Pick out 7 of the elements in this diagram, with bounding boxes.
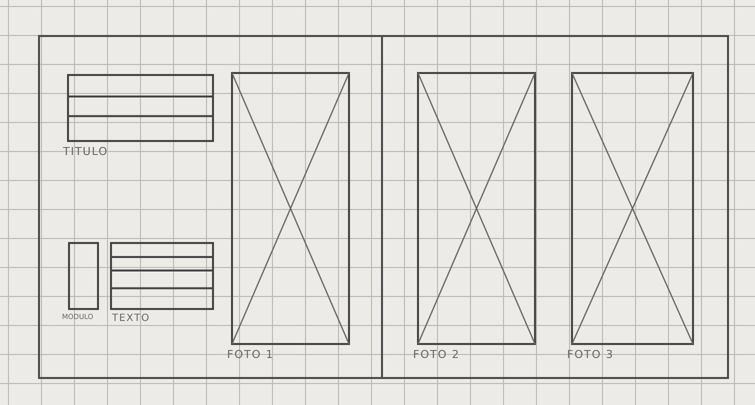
placeholder-caption: TEXTO: [112, 313, 150, 324]
page-frame: [381, 35, 729, 379]
page-frame: [38, 35, 383, 379]
placeholder-caption: FOTO 3: [567, 348, 614, 361]
placeholder-caption: FOTO 2: [413, 348, 460, 361]
placeholder-caption: FOTO 1: [227, 348, 274, 361]
placeholder-caption: TITULO: [63, 145, 108, 158]
